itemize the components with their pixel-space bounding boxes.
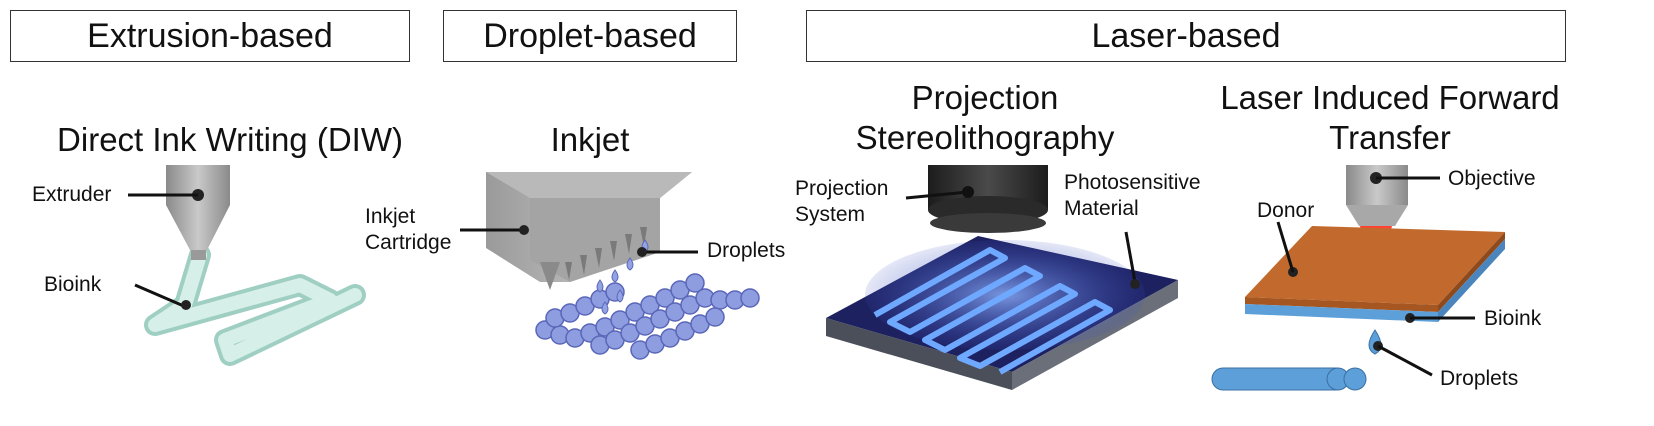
title-lift: Laser Induced Forward Transfer	[1180, 78, 1600, 158]
label-donor: Donor	[1257, 199, 1315, 222]
label-diw-bioink: Bioink	[44, 273, 102, 296]
sla-illustration	[826, 165, 1178, 390]
label-inkjet-droplets: Droplets	[707, 239, 786, 262]
category-laser-based: Laser-based	[806, 10, 1566, 62]
category-droplet-based: Droplet-based	[443, 10, 737, 62]
label-inkjet-cartridge: Inkjet Cartridge	[365, 204, 451, 256]
label-extruder: Extruder	[32, 183, 112, 206]
label-projection-line2: System	[795, 203, 866, 226]
title-sla-line1: Projection	[911, 79, 1059, 116]
label-material-line2: Material	[1064, 197, 1139, 220]
label-projection-system: Projection System	[795, 176, 888, 228]
category-label: Extrusion-based	[87, 16, 333, 55]
title-lift-line2: Transfer	[1329, 119, 1451, 156]
diw-illustration	[128, 165, 366, 366]
label-lift-bioink: Bioink	[1484, 307, 1542, 330]
label-inkjet-cartridge-line2: Cartridge	[365, 231, 452, 254]
donor-layer	[1245, 226, 1505, 305]
bioink-layer	[1245, 304, 1438, 322]
title-diw: Direct Ink Writing (DIW)	[57, 121, 403, 158]
category-label: Droplet-based	[483, 16, 697, 55]
title-sla-line2: Stereolithography	[855, 119, 1115, 156]
title-lift-line1: Laser Induced Forward	[1220, 79, 1560, 116]
objective-lens	[1346, 165, 1408, 205]
label-lift-droplets: Droplets	[1440, 367, 1519, 390]
extruder-nozzle	[166, 205, 230, 250]
category-label: Laser-based	[1091, 16, 1281, 55]
inkjet-illustration	[460, 172, 760, 360]
label-projection-line1: Projection	[795, 177, 889, 200]
sla-printed-pattern	[873, 247, 1113, 375]
title-inkjet: Inkjet	[550, 121, 630, 158]
label-material-line1: Photosensitive	[1064, 171, 1201, 194]
label-objective: Objective	[1448, 167, 1536, 190]
label-photosensitive-material: Photosensitive Material	[1064, 170, 1201, 222]
category-extrusion-based: Extrusion-based	[10, 10, 410, 62]
title-sla: Projection Stereolithography	[820, 78, 1150, 158]
label-inkjet-cartridge-line1: Inkjet	[365, 205, 416, 228]
lift-illustration	[1211, 165, 1505, 391]
